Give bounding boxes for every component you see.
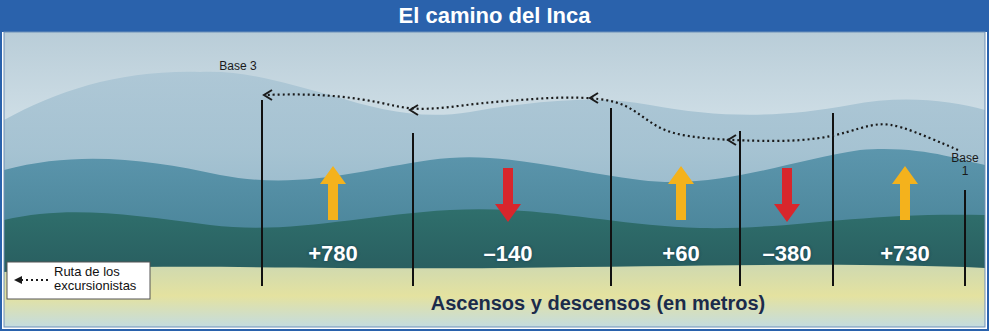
legend-text: Ruta de los excursionistas (54, 265, 146, 294)
route-arrowhead (728, 135, 736, 145)
hiker-route (264, 90, 958, 150)
legend-route-sample (14, 276, 48, 284)
route-arrowhead (264, 90, 272, 100)
base-label: Base 1 (948, 152, 982, 178)
far-mountains (4, 72, 985, 327)
sky (4, 32, 985, 327)
inner-frame (4, 32, 985, 327)
legend-box (7, 262, 150, 299)
elevation-change: +730 (860, 242, 950, 266)
middle-mountains (4, 149, 985, 327)
title: El camino del Inca (0, 4, 989, 28)
elevation-change: –140 (463, 242, 553, 266)
elevation-change: +60 (636, 242, 726, 266)
near-hills (4, 209, 985, 327)
elevation-change: +780 (288, 242, 378, 266)
route-line (264, 94, 958, 150)
route-arrowhead (410, 105, 418, 115)
axis-caption: Ascensos y descensos (en metros) (388, 292, 808, 314)
base-label: Base 3 (208, 60, 268, 73)
valley-ground (4, 265, 985, 327)
ascent-descent-arrows (320, 166, 918, 222)
elevation-change: –380 (747, 242, 827, 266)
segment-dividers (262, 100, 965, 286)
route-arrowhead (590, 93, 598, 103)
title-bar (0, 0, 989, 32)
